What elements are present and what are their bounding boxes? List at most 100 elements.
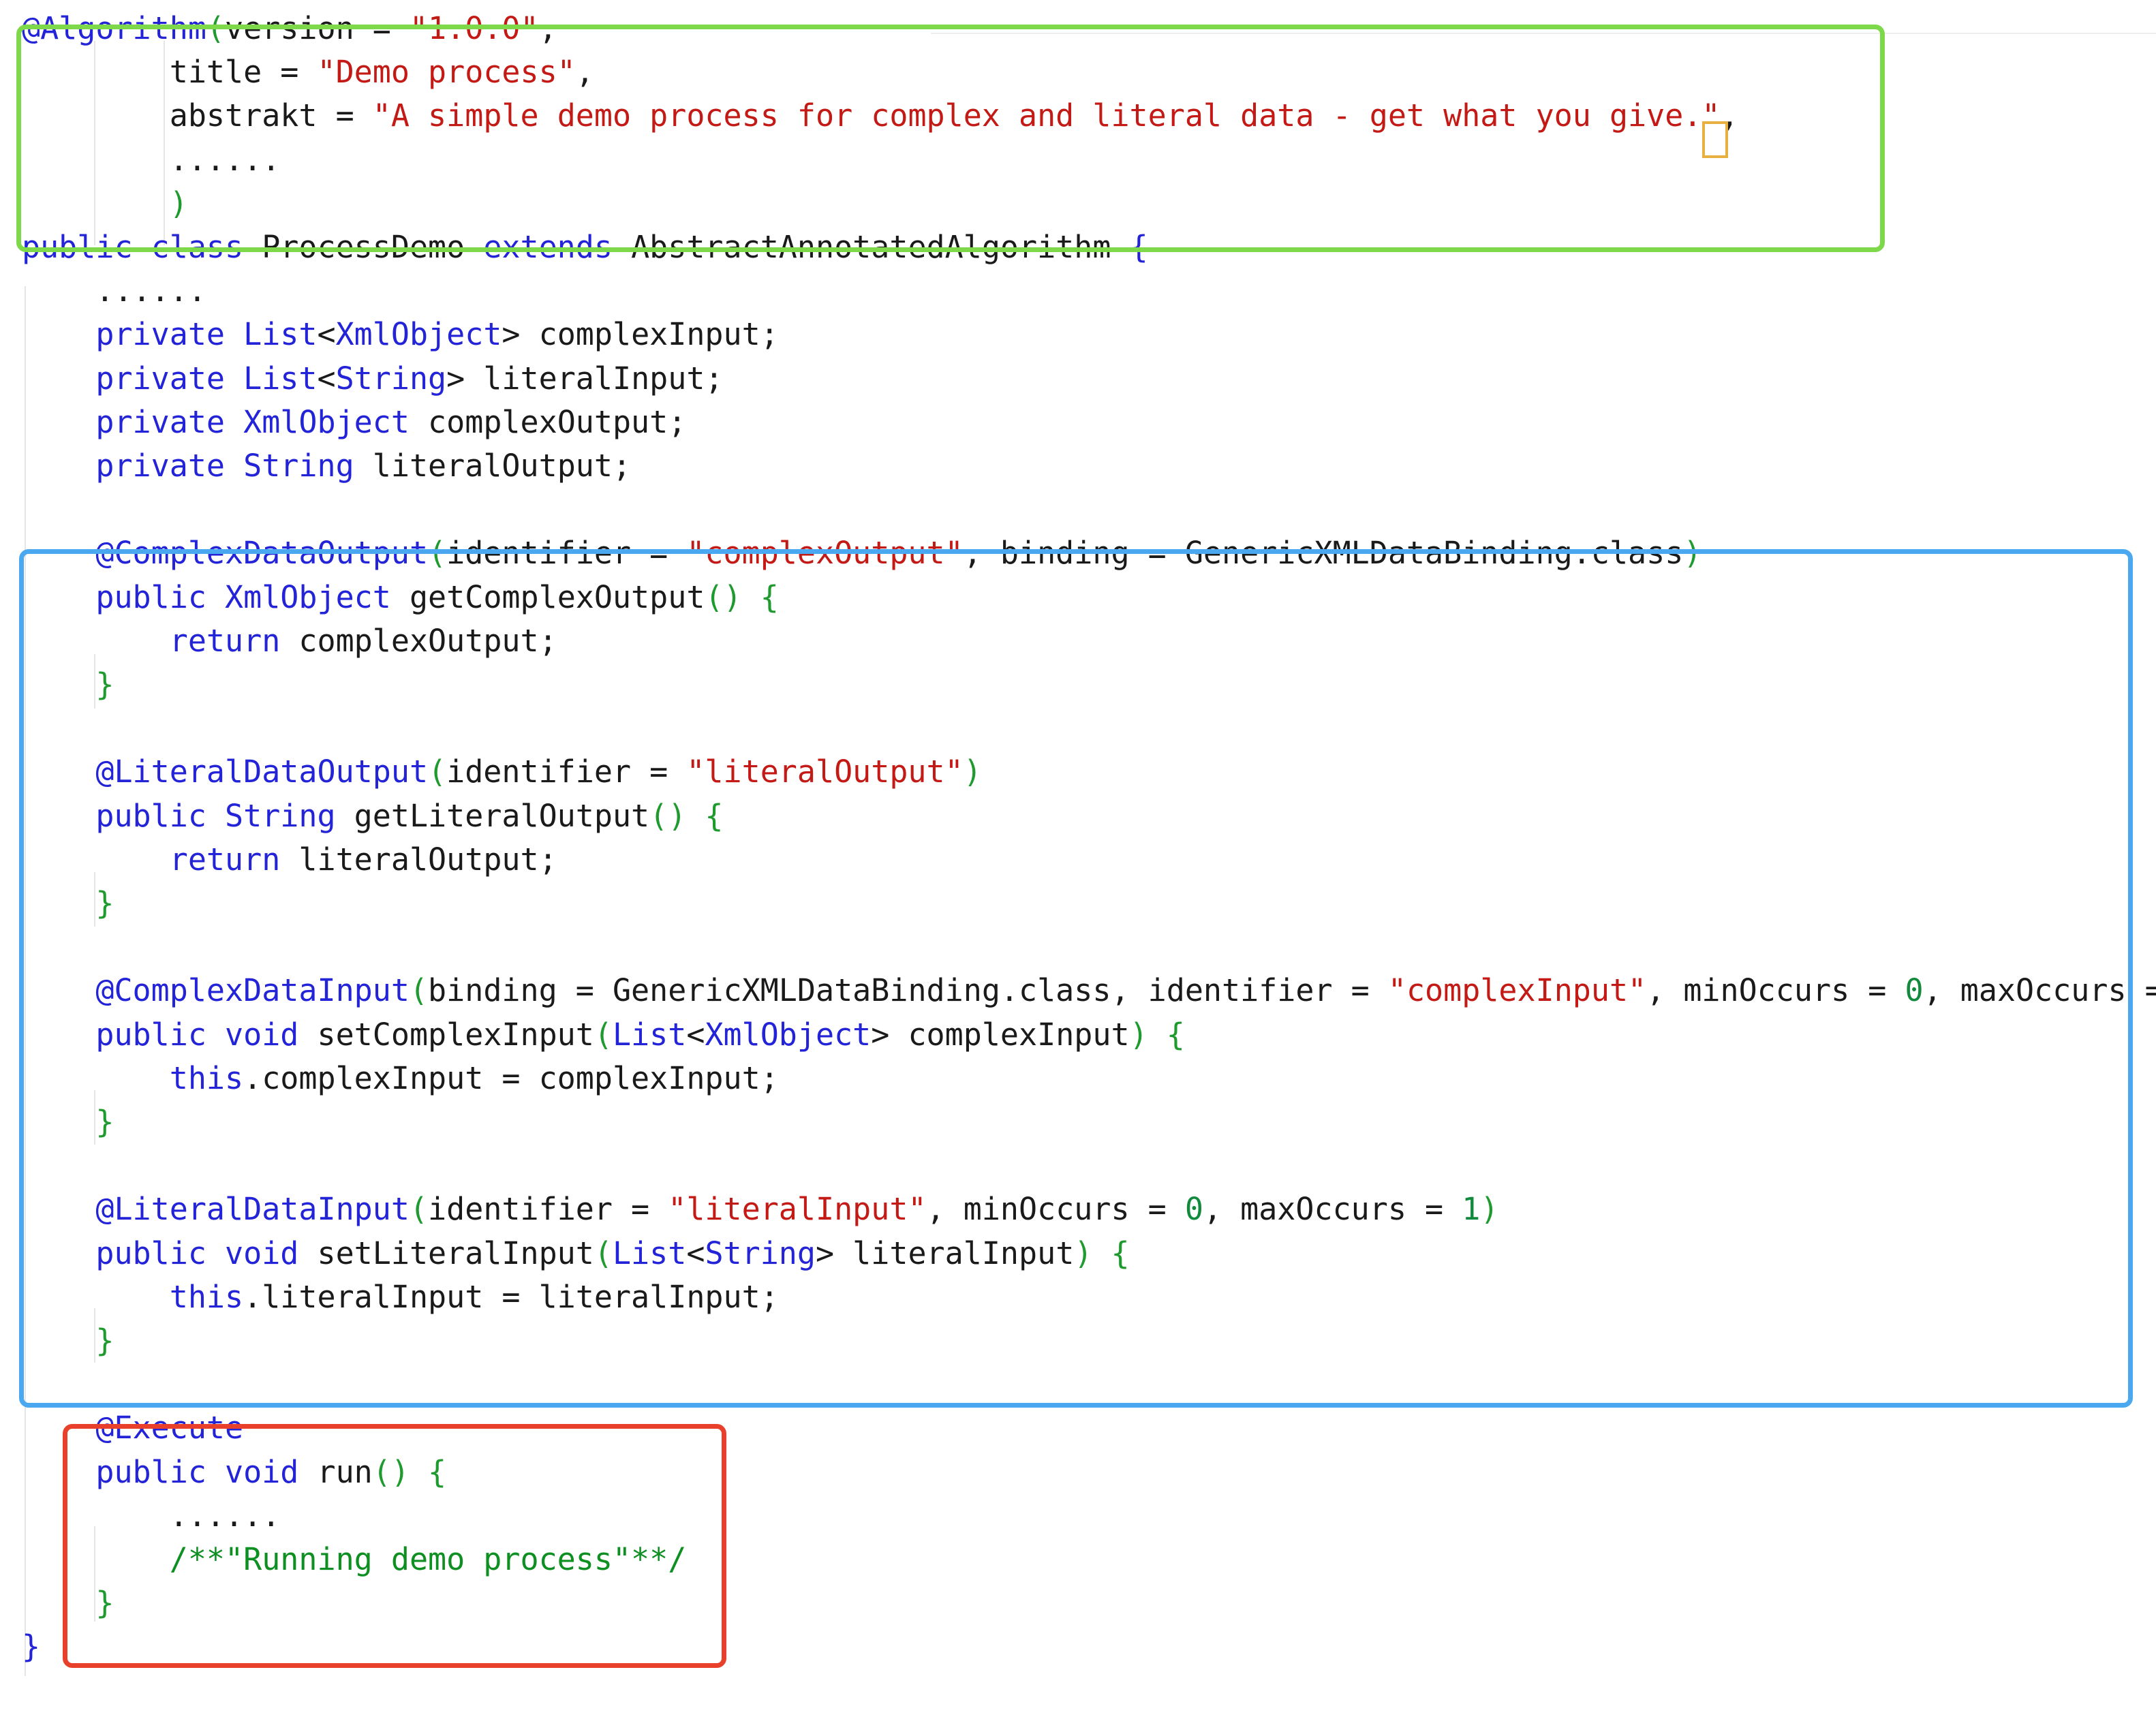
code-token: literalOutput; [372, 448, 632, 484]
code-token: { [1129, 229, 1148, 265]
code-token: complexOutput; [428, 403, 687, 440]
code-token: getComplexOutput [409, 578, 705, 615]
code-line: } [22, 1581, 114, 1625]
indent-guide [94, 872, 95, 927]
code-token: , minOccurs = [1646, 972, 1905, 1009]
indent-guide [94, 654, 95, 709]
code-token: "Demo process" [317, 54, 576, 91]
code-token: } [22, 1322, 114, 1359]
code-line: title = "Demo process", [22, 50, 594, 94]
code-token: "A simple demo process for complex and l… [372, 97, 1721, 134]
code-token: XmlObject [243, 403, 429, 440]
indent-guide [94, 1526, 95, 1622]
code-token: ( [428, 754, 447, 790]
code-token: String [705, 1235, 816, 1271]
code-line: public String getLiteralOutput() { [22, 794, 723, 838]
code-line: return literalOutput; [22, 838, 557, 882]
code-token: ( [409, 972, 429, 1009]
code-token: 0 [1905, 972, 1924, 1009]
code-token: } [22, 666, 114, 702]
code-token: public void [22, 1453, 318, 1490]
indent-guide [164, 41, 165, 245]
code-line: private List<XmlObject> complexInput; [22, 313, 778, 356]
code-line: this.complexInput = complexInput; [22, 1057, 779, 1100]
code-token: ) [169, 185, 188, 221]
code-line: } [22, 1319, 114, 1363]
code-token: } [22, 885, 114, 921]
code-token: , minOccurs = [926, 1191, 1185, 1228]
code-token: /**"Running demo process"**/ [22, 1541, 687, 1577]
code-line: public void run() { [22, 1451, 446, 1494]
code-token: ) [1480, 1191, 1499, 1228]
code-token: , [575, 54, 594, 91]
code-token: ...... [22, 141, 281, 178]
code-token: @LiteralDataOutput [22, 754, 429, 790]
code-token: extends [483, 229, 632, 265]
code-token: ) { [1129, 1016, 1185, 1053]
code-token: () { [705, 578, 779, 615]
code-token: , maxOccurs = [1203, 1191, 1462, 1228]
code-token: return [22, 841, 299, 878]
code-token: < [317, 316, 336, 353]
code-token: } [22, 1104, 114, 1140]
code-token: @ComplexDataInput [22, 972, 410, 1009]
code-token: < [317, 360, 336, 397]
code-token: getLiteralOutput [354, 797, 650, 834]
code-token: setComplexInput [317, 1016, 594, 1053]
code-token: literalOutput; [298, 841, 557, 878]
code-token: binding = GenericXMLDataBinding.class, i… [428, 972, 1388, 1009]
code-token: List [243, 316, 318, 353]
code-token: < [686, 1235, 705, 1271]
code-token: public class [22, 229, 262, 265]
code-token: String [335, 360, 447, 397]
code-token: private [22, 360, 244, 397]
code-token: "literalOutput" [686, 754, 964, 790]
code-line: return complexOutput; [22, 619, 557, 663]
code-token: .literalInput = literalInput; [243, 1278, 779, 1315]
code-line: @ComplexDataInput(binding = GenericXMLDa… [22, 969, 2156, 1012]
code-token: setLiteralInput [317, 1235, 594, 1271]
code-line: @LiteralDataInput(identifier = "literalI… [22, 1188, 1498, 1231]
code-token: 1 [1462, 1191, 1481, 1228]
code-token: identifier = [446, 754, 687, 790]
code-line: @LiteralDataOutput(identifier = "literal… [22, 750, 981, 794]
code-token: .complexInput = complexInput; [243, 1059, 779, 1096]
code-token: "complexInput" [1387, 972, 1647, 1009]
code-token: private [22, 316, 244, 353]
code-token: public [22, 578, 226, 615]
code-line: } [22, 1625, 40, 1669]
code-line: ...... [22, 138, 281, 182]
code-token: ...... [22, 273, 206, 309]
code-token: run [317, 1453, 373, 1490]
code-line: } [22, 663, 114, 707]
code-line: ...... [22, 1494, 281, 1538]
code-token: > complexInput [871, 1016, 1130, 1053]
indent-guide [94, 1308, 95, 1363]
editor-top-border [931, 33, 2156, 34]
code-token: List [243, 360, 318, 397]
code-token: , [1720, 97, 1739, 134]
annotation-box-io [19, 549, 2133, 1408]
text-cursor [1702, 121, 1728, 158]
code-line: private String literalOutput; [22, 444, 631, 488]
code-line: public class ProcessDemo extends Abstrac… [22, 226, 1148, 269]
code-token: @LiteralDataInput [22, 1191, 410, 1228]
code-token: > literalInput; [446, 360, 724, 397]
indent-guide [94, 1090, 95, 1145]
code-line: public XmlObject getComplexOutput() { [22, 576, 779, 619]
code-token: complexOutput; [298, 622, 557, 659]
code-token: XmlObject [335, 316, 502, 353]
code-token: title = [22, 54, 318, 91]
code-token: public void [22, 1235, 318, 1271]
annotation-box-algorithm [16, 25, 1885, 252]
code-line: private List<String> literalInput; [22, 357, 724, 401]
code-token: this [22, 1278, 244, 1315]
code-line: ...... [22, 269, 206, 313]
code-token: XmlObject [225, 578, 410, 615]
code-token: } [22, 1628, 41, 1665]
code-line: } [22, 1100, 114, 1144]
code-token: ) { [1074, 1235, 1130, 1271]
code-token: ( [409, 1191, 429, 1228]
code-token: private [22, 403, 244, 440]
